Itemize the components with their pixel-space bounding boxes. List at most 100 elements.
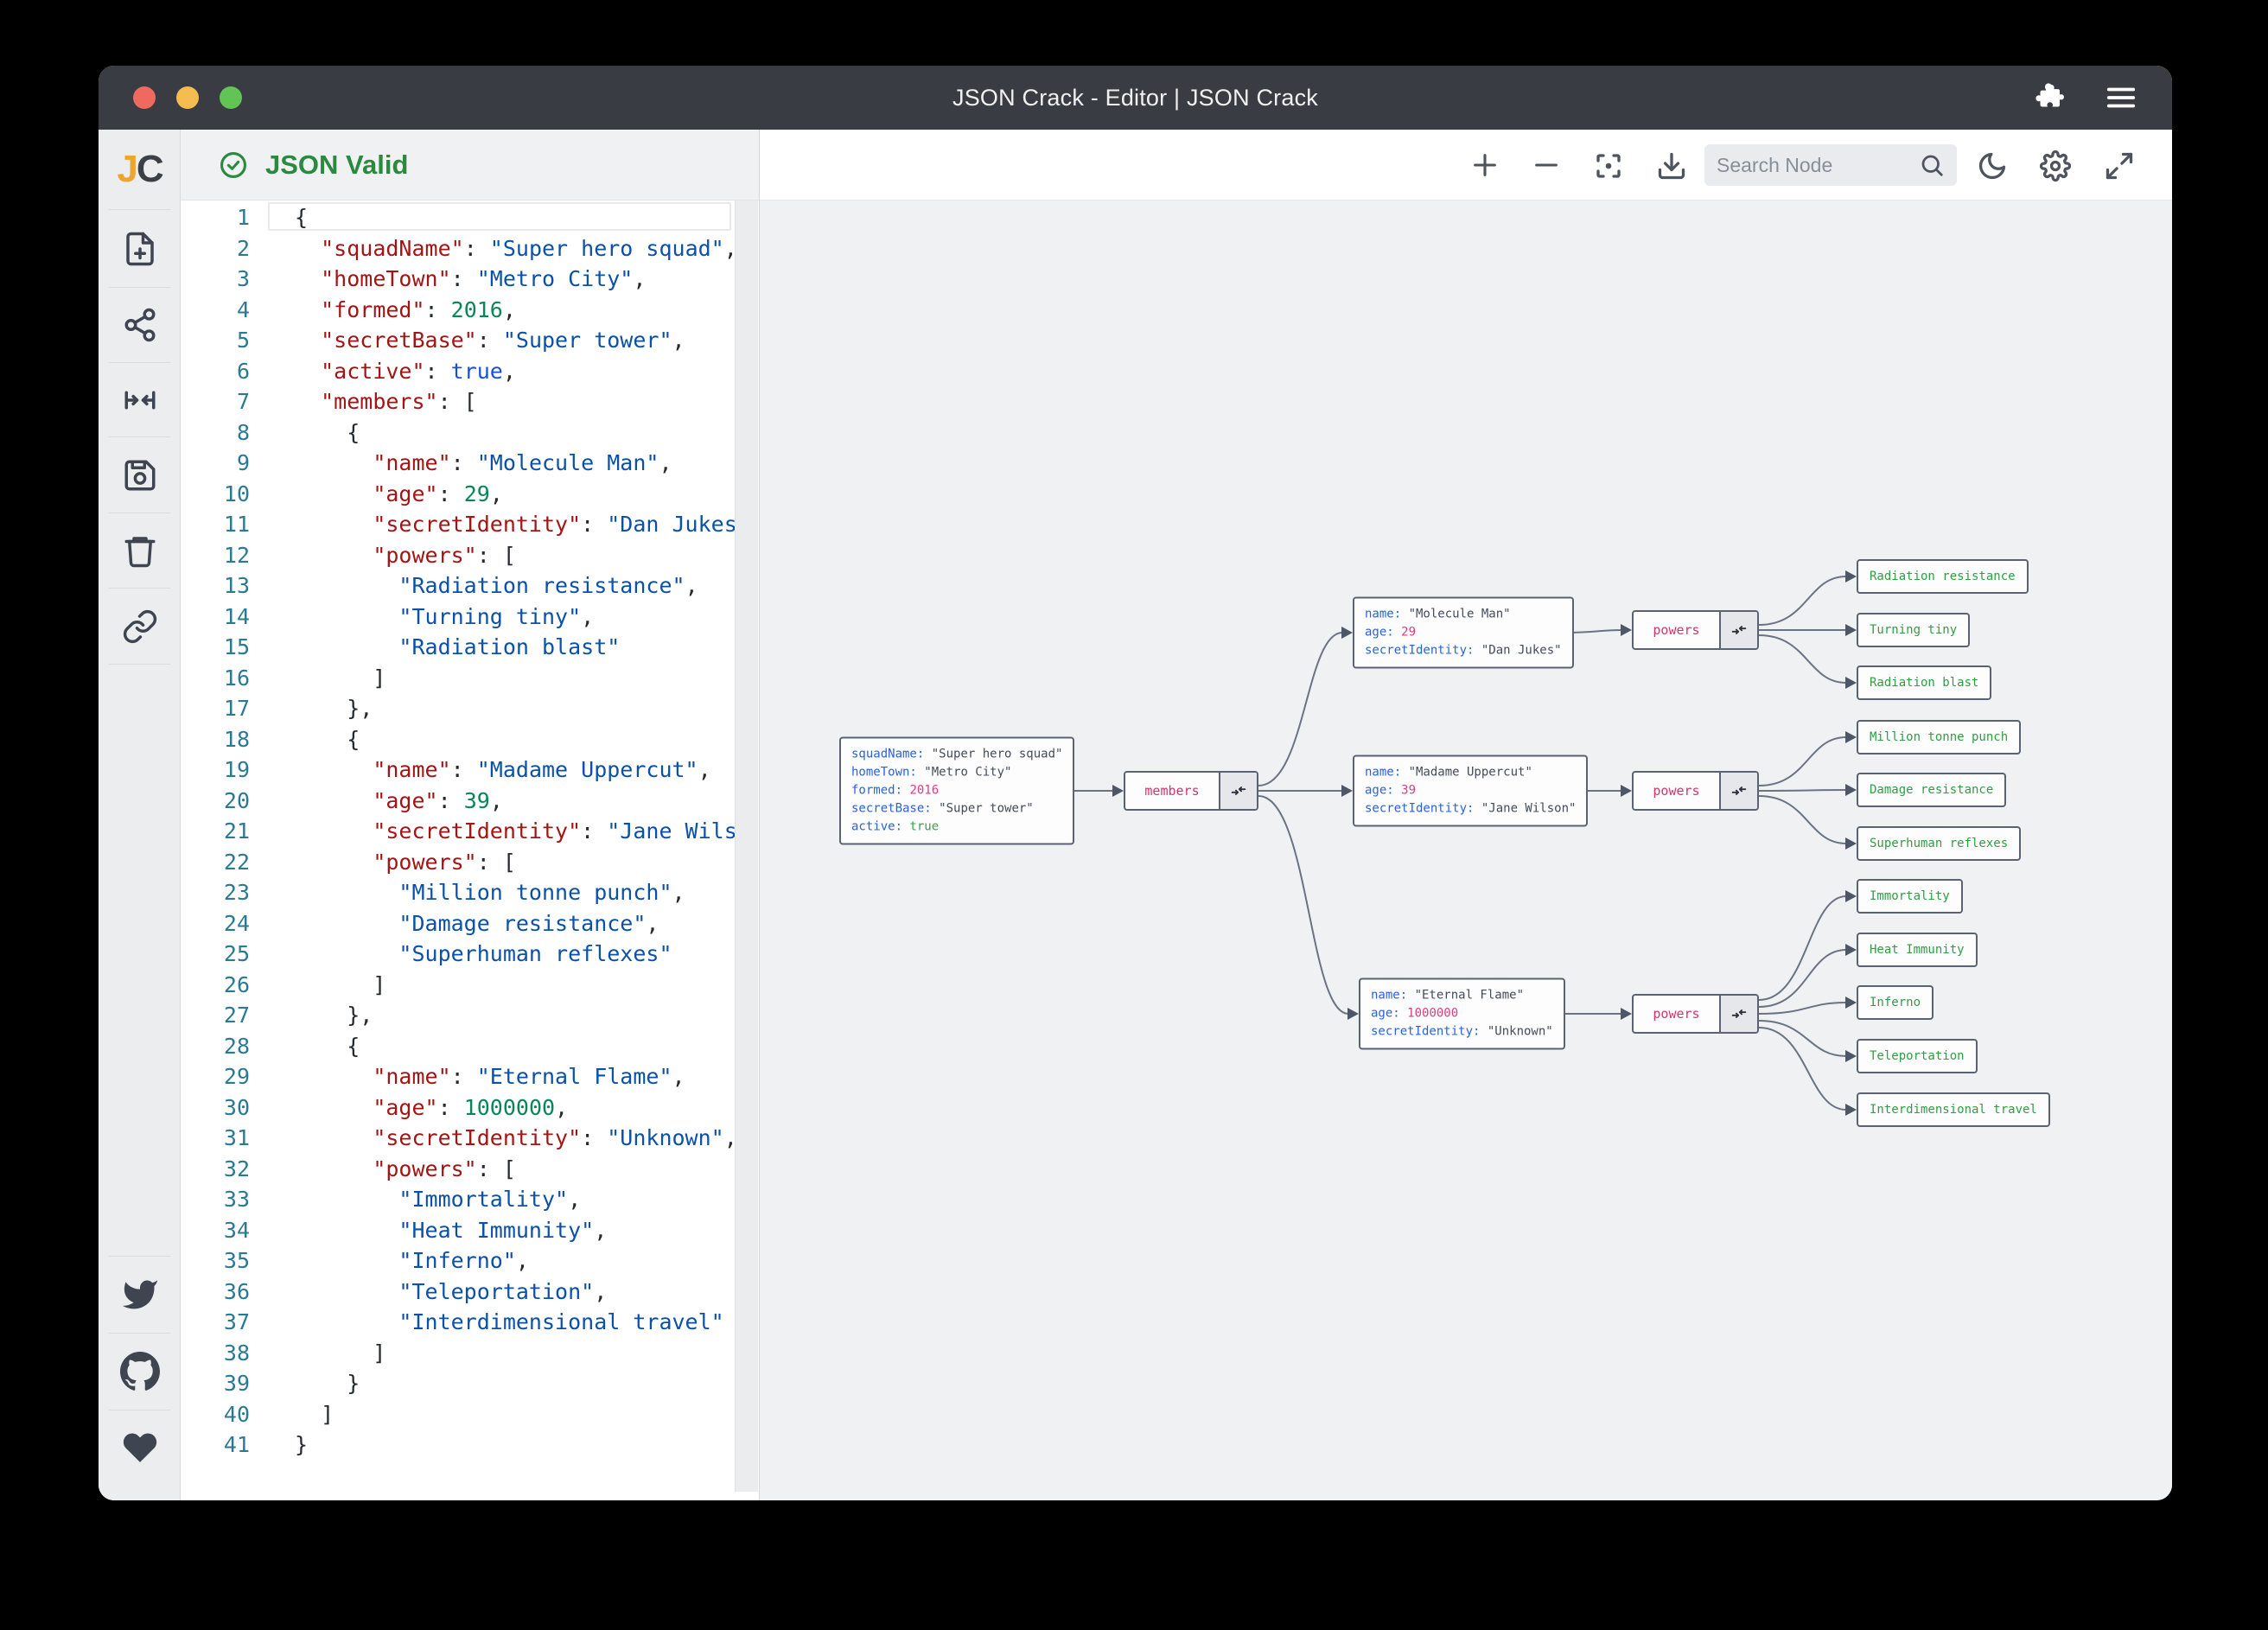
code-line[interactable]: ] bbox=[295, 971, 386, 997]
graph-node-leaf-inferno[interactable]: Inferno bbox=[1857, 985, 1934, 1020]
line-number: 4 bbox=[236, 296, 250, 322]
code-line[interactable]: }, bbox=[295, 696, 373, 721]
code-line[interactable]: "Immortality", bbox=[398, 1187, 582, 1212]
focus-center-button[interactable] bbox=[1593, 150, 1624, 186]
line-number: 25 bbox=[223, 941, 250, 966]
code-line[interactable]: "powers": [ bbox=[373, 542, 516, 568]
graph-node-leaf-heat-immunity[interactable]: Heat Immunity bbox=[1857, 933, 1978, 967]
share-link-button[interactable] bbox=[99, 589, 181, 664]
graph-node-powers-3[interactable]: powers bbox=[1632, 994, 1759, 1034]
code-line[interactable]: "Superhuman reflexes" bbox=[398, 941, 672, 966]
code-line[interactable]: { bbox=[295, 419, 360, 445]
save-button[interactable] bbox=[99, 437, 181, 513]
line-number: 30 bbox=[223, 1094, 250, 1120]
code-line[interactable]: "Interdimensional travel" bbox=[398, 1309, 724, 1334]
editor-scrollbar[interactable] bbox=[735, 201, 758, 1492]
code-line[interactable]: }, bbox=[295, 1003, 373, 1028]
app-logo[interactable]: JC bbox=[117, 148, 163, 190]
code-area[interactable]: { "squadName": "Super hero squad", "home… bbox=[295, 202, 735, 1461]
graph-node-leaf-turning-tiny[interactable]: Turning tiny bbox=[1857, 613, 1971, 647]
download-button[interactable] bbox=[1656, 150, 1687, 186]
menu-icon[interactable] bbox=[2105, 84, 2137, 111]
code-line[interactable]: "Radiation resistance", bbox=[398, 573, 698, 598]
code-line[interactable]: { bbox=[295, 726, 360, 752]
code-line[interactable]: "name": "Madame Uppercut", bbox=[373, 757, 711, 782]
line-number: 34 bbox=[223, 1217, 250, 1243]
code-line[interactable]: "Heat Immunity", bbox=[398, 1217, 608, 1243]
graph-node-leaf-radiation-resistance[interactable]: Radiation resistance bbox=[1857, 559, 2029, 594]
code-line[interactable]: "secretIdentity": "Unknown", bbox=[373, 1125, 735, 1150]
zoom-in-button[interactable] bbox=[1470, 150, 1500, 184]
code-line[interactable]: "squadName": "Super hero squad", bbox=[321, 235, 735, 261]
code-line[interactable]: "secretBase": "Super tower", bbox=[321, 328, 685, 353]
code-line[interactable]: "formed": 2016, bbox=[321, 296, 516, 322]
code-line[interactable]: ] bbox=[295, 665, 386, 691]
code-line[interactable]: } bbox=[295, 1371, 360, 1396]
close-button[interactable] bbox=[133, 86, 156, 109]
twitter-button[interactable] bbox=[99, 1257, 181, 1333]
code-line[interactable]: "age": 39, bbox=[373, 787, 503, 813]
graph-node-leaf-superhuman-reflexes[interactable]: Superhuman reflexes bbox=[1857, 826, 2022, 861]
graph-node-leaf-million-tonne-punch[interactable]: Million tonne punch bbox=[1857, 720, 2022, 755]
graph-node-powers-1[interactable]: powers bbox=[1632, 610, 1759, 650]
code-line[interactable]: "powers": [ bbox=[373, 1156, 516, 1181]
search-icon[interactable] bbox=[1919, 152, 1945, 178]
code-line[interactable]: "Turning tiny", bbox=[398, 603, 595, 629]
delete-button[interactable] bbox=[99, 513, 181, 588]
extension-puzzle-icon[interactable] bbox=[2034, 82, 2065, 113]
dark-mode-toggle[interactable] bbox=[1977, 150, 2008, 186]
code-line[interactable]: "age": 29, bbox=[373, 481, 503, 506]
code-line[interactable]: "age": 1000000, bbox=[373, 1094, 569, 1120]
graph-node-leaf-immortality[interactable]: Immortality bbox=[1857, 879, 1963, 914]
code-line[interactable]: "Teleportation", bbox=[398, 1278, 608, 1304]
collapse-node-button[interactable] bbox=[1219, 773, 1257, 809]
code-line[interactable]: "Radiation blast" bbox=[398, 634, 621, 659]
graph-node-powers-2[interactable]: powers bbox=[1632, 771, 1759, 811]
code-line[interactable]: "name": "Eternal Flame", bbox=[373, 1064, 685, 1089]
graph-node-leaf-interdimensional-travel[interactable]: Interdimensional travel bbox=[1857, 1092, 2050, 1127]
code-line[interactable]: "active": true, bbox=[321, 358, 516, 384]
code-line[interactable]: { bbox=[295, 205, 309, 230]
code-line[interactable]: { bbox=[295, 1033, 360, 1059]
settings-gear-button[interactable] bbox=[2039, 150, 2072, 186]
line-number: 2 bbox=[236, 235, 250, 261]
graph-view-button[interactable] bbox=[99, 288, 181, 362]
code-line[interactable]: ] bbox=[295, 1340, 386, 1366]
graph-node-members[interactable]: members bbox=[1124, 771, 1258, 811]
graph-node-leaf-radiation-blast[interactable]: Radiation blast bbox=[1857, 665, 1992, 700]
graph-canvas[interactable]: squadName: "Super hero squad"homeTown: "… bbox=[760, 201, 2172, 1500]
collapse-node-button[interactable] bbox=[1719, 612, 1757, 648]
collapse-node-button[interactable] bbox=[1719, 996, 1757, 1032]
collapse-node-button[interactable] bbox=[1719, 773, 1757, 809]
code-line[interactable]: "secretIdentity": "Jane Wilson", bbox=[373, 818, 735, 844]
graph-node-leaf-teleportation[interactable]: Teleportation bbox=[1857, 1039, 1978, 1073]
zoom-out-button[interactable] bbox=[1532, 150, 1561, 184]
search-node-input[interactable] bbox=[1717, 153, 1919, 177]
graph-node-leaf-damage-resistance[interactable]: Damage resistance bbox=[1857, 773, 2007, 807]
minimize-button[interactable] bbox=[176, 86, 199, 109]
code-line[interactable]: "homeTown": "Metro City", bbox=[321, 266, 647, 291]
traffic-lights bbox=[133, 66, 242, 130]
line-number: 9 bbox=[236, 450, 250, 475]
fullscreen-button[interactable] bbox=[2104, 150, 2135, 186]
zoom-button[interactable] bbox=[220, 86, 242, 109]
graph-node-root[interactable]: squadName: "Super hero squad"homeTown: "… bbox=[839, 736, 1075, 845]
center-horizontal-icon[interactable] bbox=[99, 363, 181, 436]
code-line[interactable]: } bbox=[295, 1432, 309, 1457]
code-line[interactable]: "Damage resistance", bbox=[398, 910, 659, 936]
code-line[interactable]: "powers": [ bbox=[373, 849, 516, 875]
graph-toolbar bbox=[760, 130, 2172, 201]
code-line[interactable]: ] bbox=[295, 1401, 334, 1427]
sponsor-heart-button[interactable] bbox=[99, 1410, 181, 1485]
code-line[interactable]: "Inferno", bbox=[398, 1248, 529, 1273]
code-line[interactable]: "members": [ bbox=[321, 389, 477, 414]
code-line[interactable]: "secretIdentity": "Dan Jukes", bbox=[373, 512, 735, 537]
code-line[interactable]: "Million tonne punch", bbox=[398, 880, 685, 905]
code-line[interactable]: "name": "Molecule Man", bbox=[373, 450, 672, 475]
github-button[interactable] bbox=[99, 1334, 181, 1410]
new-document-button[interactable] bbox=[99, 210, 181, 287]
